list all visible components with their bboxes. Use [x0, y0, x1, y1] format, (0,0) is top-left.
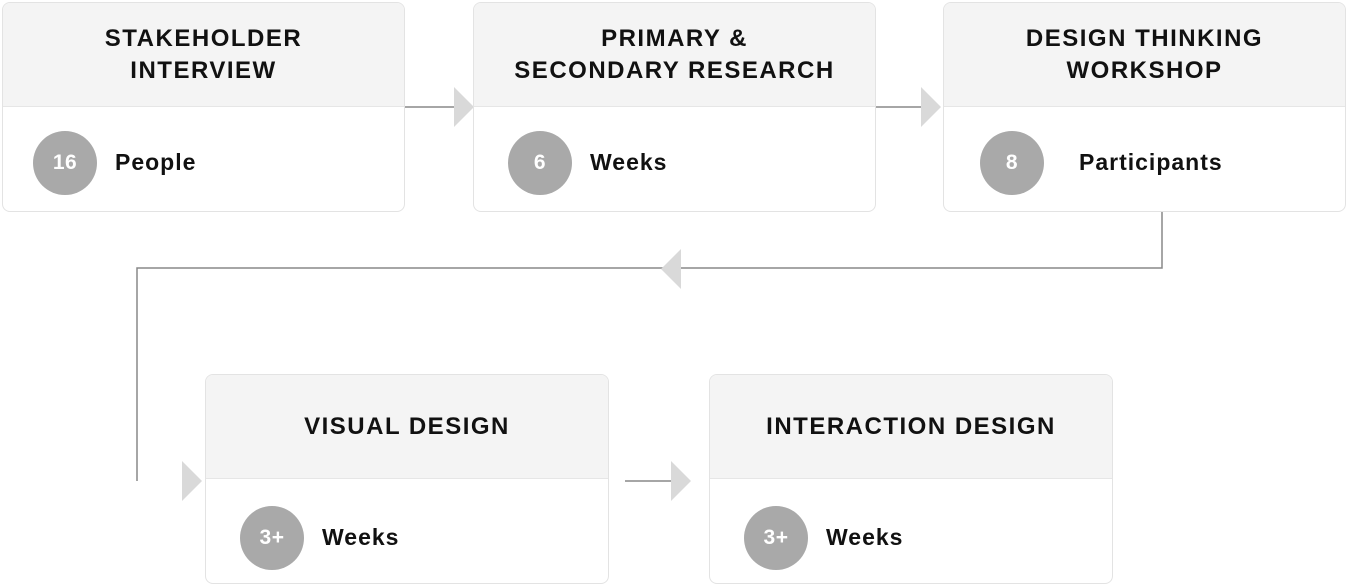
count-unit: People [115, 149, 197, 175]
step-card-header: VISUAL DESIGN [206, 375, 608, 479]
count-unit: Weeks [590, 149, 668, 175]
connector-line-3-4 [136, 212, 1163, 481]
step-card-interaction-design: INTERACTION DESIGN 3+ Weeks [709, 374, 1113, 584]
step-card-body: 3+ Weeks [710, 479, 1112, 583]
step-card-design-thinking-workshop: DESIGN THINKING WORKSHOP 8 Participants [943, 2, 1346, 212]
count-badge: 3+ [744, 506, 808, 570]
count-badge: 6 [508, 131, 572, 195]
count-unit: Participants [1079, 149, 1223, 175]
count-badge: 16 [33, 131, 97, 195]
step-card-stakeholder-interview: STAKEHOLDER INTERVIEW 16 People [2, 2, 405, 212]
arrow-left-icon [661, 249, 681, 289]
step-title: PRIMARY & SECONDARY RESEARCH [514, 24, 835, 84]
count-badge: 8 [980, 131, 1044, 195]
count-badge: 3+ [240, 506, 304, 570]
step-card-primary-secondary-research: PRIMARY & SECONDARY RESEARCH 6 Weeks [473, 2, 876, 212]
step-title: STAKEHOLDER INTERVIEW [104, 24, 303, 84]
step-card-body: 16 People [3, 107, 404, 211]
step-title: INTERACTION DESIGN [766, 412, 1056, 440]
arrow-right-icon [182, 461, 202, 501]
step-card-visual-design: VISUAL DESIGN 3+ Weeks [205, 374, 609, 584]
count-unit: Weeks [322, 524, 400, 550]
step-card-body: 8 Participants [944, 107, 1345, 211]
arrow-right-icon [671, 461, 691, 501]
arrow-right-icon [454, 87, 474, 127]
step-card-header: STAKEHOLDER INTERVIEW [3, 3, 404, 107]
step-card-header: DESIGN THINKING WORKSHOP [944, 3, 1345, 107]
count-unit: Weeks [826, 524, 904, 550]
step-card-header: PRIMARY & SECONDARY RESEARCH [474, 3, 875, 107]
step-card-body: 3+ Weeks [206, 479, 608, 583]
step-title: DESIGN THINKING WORKSHOP [1025, 24, 1264, 84]
arrow-right-icon [921, 87, 941, 127]
step-card-header: INTERACTION DESIGN [710, 375, 1112, 479]
step-card-body: 6 Weeks [474, 107, 875, 211]
step-title: VISUAL DESIGN [304, 412, 510, 440]
